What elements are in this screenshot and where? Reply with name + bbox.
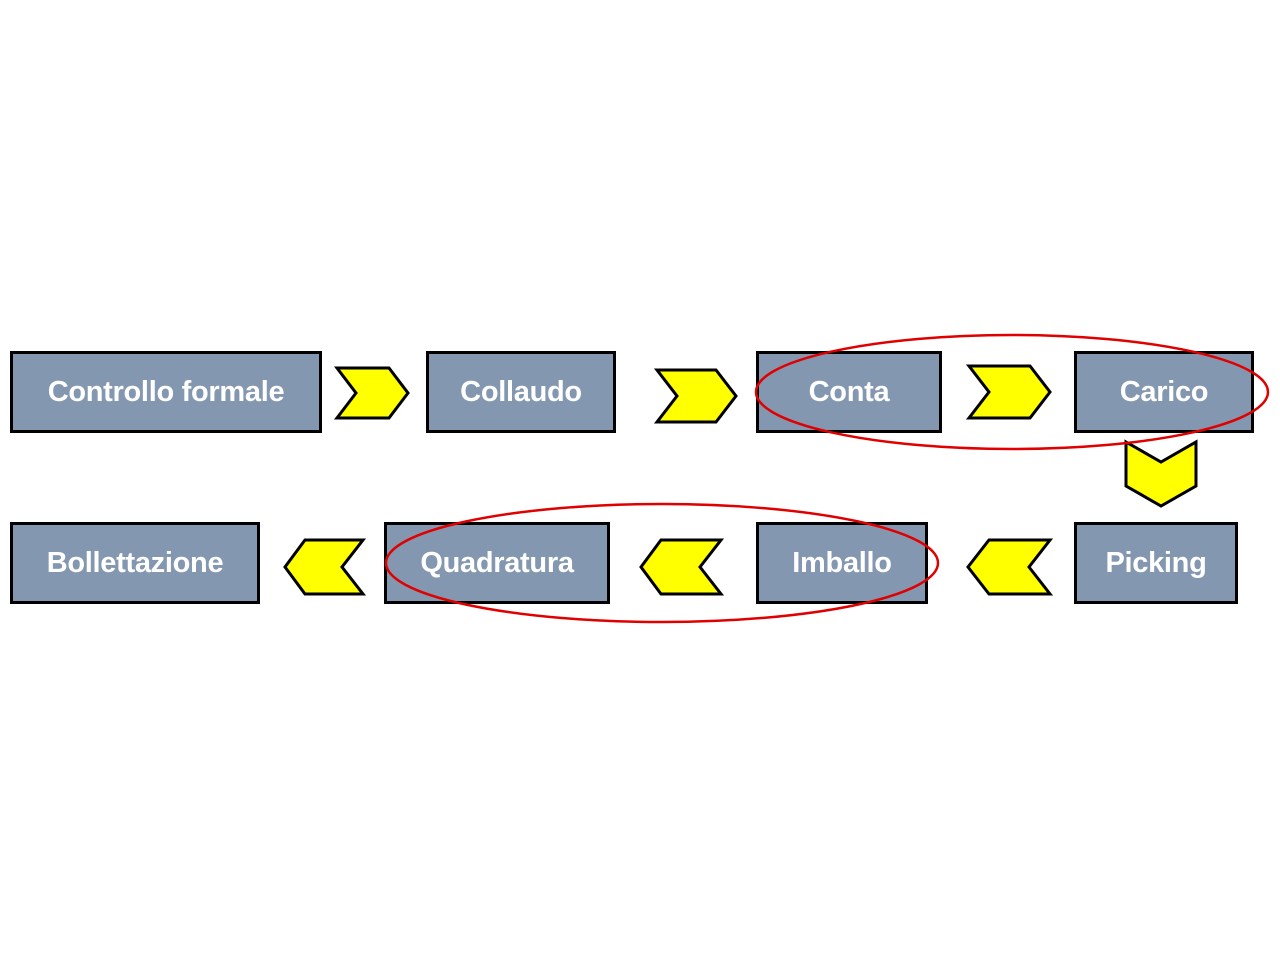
step-label: Collaudo [460, 375, 582, 408]
step-label: Conta [808, 375, 890, 408]
step-label: Carico [1119, 375, 1209, 408]
step-label: Controllo formale [47, 375, 285, 408]
step-label: Picking [1105, 546, 1207, 579]
step-picking: Picking [1074, 522, 1238, 604]
step-bollettazione: Bollettazione [10, 522, 260, 604]
step-conta: Conta [756, 351, 942, 433]
chevron-left-icon [283, 538, 367, 596]
chevron-right-icon [333, 366, 410, 420]
step-quadratura: Quadratura [384, 522, 610, 604]
step-collaudo: Collaudo [426, 351, 616, 433]
chevron-left-icon [966, 538, 1054, 596]
step-carico: Carico [1074, 351, 1254, 433]
chevron-right-icon [965, 364, 1052, 420]
step-label: Bollettazione [46, 546, 224, 579]
step-controllo-formale: Controllo formale [10, 351, 322, 433]
step-imballo: Imballo [756, 522, 928, 604]
chevron-down-icon [1124, 439, 1198, 508]
step-label: Imballo [792, 546, 892, 579]
chevron-right-icon [653, 368, 738, 424]
chevron-left-icon [639, 538, 725, 596]
step-label: Quadratura [420, 546, 574, 579]
